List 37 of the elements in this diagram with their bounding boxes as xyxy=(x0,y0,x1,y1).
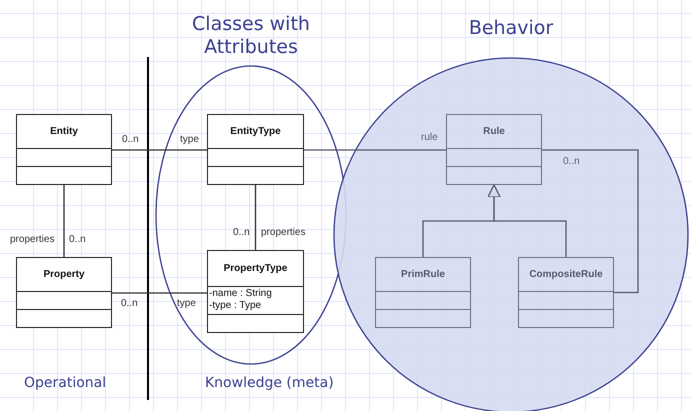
class-name: Rule xyxy=(483,126,505,137)
role-label: 0..n xyxy=(121,298,138,309)
class-box xyxy=(375,257,471,328)
association-line xyxy=(112,292,207,294)
generalization-arrow xyxy=(487,184,567,257)
class-box xyxy=(518,257,614,328)
role-label: 0..n xyxy=(233,227,250,238)
association-line xyxy=(542,149,639,294)
attribute-text: -name : String xyxy=(209,288,273,300)
role-label: 0..n xyxy=(69,234,86,245)
association-line xyxy=(112,149,207,151)
group-heading: Behavior xyxy=(468,17,554,40)
role-label: rule xyxy=(421,132,438,143)
class-box xyxy=(16,114,112,185)
class-name: Property xyxy=(43,269,85,280)
class-name: CompositeRule xyxy=(529,269,603,280)
class-name: PropertyType xyxy=(224,263,288,274)
class-name: Entity xyxy=(50,126,78,137)
role-label: properties xyxy=(10,234,54,245)
association-line xyxy=(63,185,65,257)
layer-label: Knowledge (meta) xyxy=(205,375,334,391)
layer-label: Operational xyxy=(24,375,106,391)
class-name: PrimRule xyxy=(401,269,445,280)
class-box xyxy=(207,114,304,185)
group-heading: Classes with Attributes xyxy=(191,13,311,59)
role-label: 0..n xyxy=(122,134,139,145)
role-label: type xyxy=(177,298,196,309)
association-line xyxy=(254,185,256,250)
class-box xyxy=(16,257,112,328)
role-label: type xyxy=(180,134,199,145)
association-line xyxy=(304,149,446,151)
role-label: properties xyxy=(261,227,306,238)
class-name: EntityType xyxy=(230,126,281,137)
class-box xyxy=(446,114,542,185)
role-label: 0..n xyxy=(563,156,580,167)
class-box xyxy=(207,250,304,333)
attribute-text: -type : Type xyxy=(209,300,262,312)
